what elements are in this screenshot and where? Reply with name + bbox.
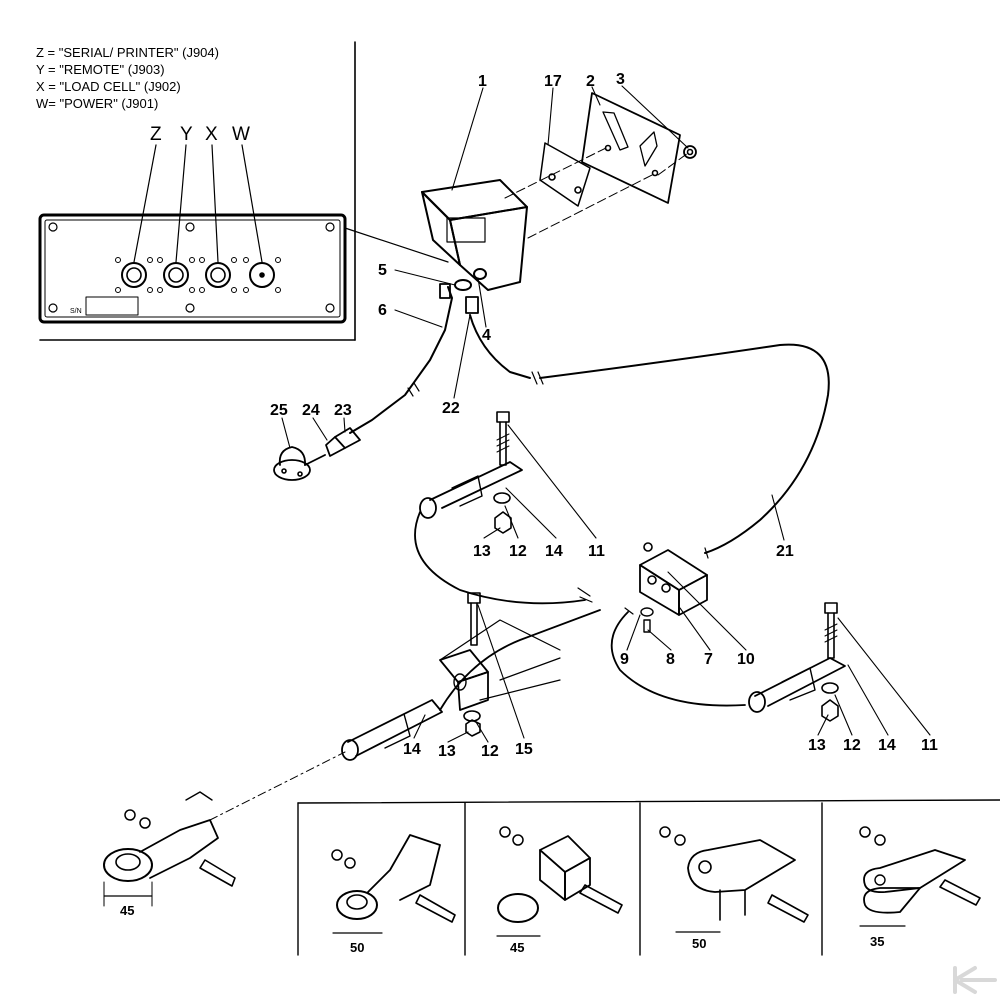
load-pin-lower-left bbox=[341, 609, 601, 761]
variant-eye-50 bbox=[331, 834, 456, 934]
washer-nut-upper bbox=[493, 492, 512, 534]
callout-3: 3 bbox=[616, 71, 625, 88]
mounting-plate bbox=[581, 92, 681, 204]
sensor-25 bbox=[273, 446, 326, 481]
variant-clevis-50 bbox=[659, 826, 809, 933]
callout-13-lower-right: 13 bbox=[808, 737, 826, 754]
hitch-eye-45-main bbox=[103, 791, 236, 907]
cable-6 bbox=[349, 283, 453, 434]
connector-plug-5 bbox=[454, 268, 487, 291]
legend-line-remote: Y = "REMOTE" (J903) bbox=[36, 62, 165, 77]
connector-letters: Z Y X W bbox=[150, 124, 250, 145]
callout-21: 21 bbox=[776, 543, 794, 560]
callout-1: 1 bbox=[478, 73, 487, 90]
washer-nut-lower-left bbox=[463, 710, 481, 737]
nut-3 bbox=[683, 145, 697, 159]
brand-k-logo-icon bbox=[953, 966, 997, 994]
panel-screws bbox=[48, 222, 335, 313]
callout-25: 25 bbox=[270, 402, 288, 419]
callout-12-lower-left: 12 bbox=[481, 743, 499, 760]
callout-15: 15 bbox=[515, 741, 533, 758]
connector-letter-z: Z bbox=[150, 124, 162, 145]
legend-line-power: W= "POWER" (J901) bbox=[36, 96, 159, 111]
connector-letter-y: Y bbox=[180, 124, 193, 145]
indicator-housing bbox=[421, 179, 528, 291]
callout-4: 4 bbox=[482, 327, 491, 344]
connector-letter-x: X bbox=[205, 124, 218, 145]
callout-7: 7 bbox=[704, 651, 713, 668]
load-pin-upper bbox=[414, 461, 593, 605]
callout-numbers: 1 17 2 3 5 4 6 22 25 24 23 13 12 14 11 2… bbox=[270, 71, 938, 760]
washer-nut-lower-right bbox=[821, 682, 839, 722]
callout-5: 5 bbox=[378, 262, 387, 279]
callout-11-upper: 11 bbox=[588, 543, 605, 560]
bolt-8-washer-9 bbox=[640, 607, 654, 633]
bolt-11-upper bbox=[496, 411, 510, 466]
indicator-back-panel: S/N bbox=[38, 213, 347, 324]
connector-23-24 bbox=[325, 427, 361, 457]
panel-sn-label: S/N bbox=[70, 308, 82, 315]
legend-line-load-cell: X = "LOAD CELL" (J902) bbox=[36, 79, 181, 94]
panel-connector-mount-screws bbox=[115, 257, 281, 293]
legend-inset-frame bbox=[39, 41, 356, 341]
dimension-eye-50: 50 bbox=[350, 940, 364, 955]
connector-letter-w: W bbox=[232, 124, 250, 145]
junction-box bbox=[639, 542, 708, 616]
callout-11-lower-right: 11 bbox=[921, 737, 938, 754]
variant-fork-35 bbox=[859, 826, 981, 927]
callout-9: 9 bbox=[620, 651, 629, 668]
panel-sn-plate bbox=[85, 296, 139, 316]
dimension-labels: 45 50 45 50 35 bbox=[120, 903, 884, 955]
callout-8: 8 bbox=[666, 651, 675, 668]
cable-to-lower-right-pin bbox=[610, 607, 746, 707]
connector-leader-lines bbox=[133, 144, 263, 263]
variant-frames bbox=[297, 799, 1000, 956]
callout-24: 24 bbox=[302, 402, 320, 419]
callout-leader-lines bbox=[281, 85, 931, 743]
mounting-bracket bbox=[539, 142, 591, 207]
dimension-fork-35: 35 bbox=[870, 934, 884, 949]
dimension-hitch-eye-45: 45 bbox=[120, 903, 134, 918]
dimension-clevis-50: 50 bbox=[692, 936, 706, 951]
callout-23: 23 bbox=[334, 402, 352, 419]
callout-14-lower-right: 14 bbox=[878, 737, 896, 754]
panel-to-housing-leader bbox=[344, 227, 449, 263]
callout-17: 17 bbox=[544, 73, 562, 90]
callout-12-lower-right: 12 bbox=[843, 737, 861, 754]
callout-2: 2 bbox=[586, 73, 595, 90]
drawbar-frame bbox=[439, 619, 561, 711]
mounting-dash-lines bbox=[504, 147, 689, 239]
dimension-eye-45: 45 bbox=[510, 940, 524, 955]
panel-connectors bbox=[121, 262, 275, 288]
legend-line-serial-printer: Z = "SERIAL/ PRINTER" (J904) bbox=[36, 45, 219, 60]
bolt-15 bbox=[467, 592, 481, 646]
load-pin-lower-right bbox=[748, 657, 846, 713]
bolt-11-lower-right bbox=[824, 602, 838, 659]
cable-22-21 bbox=[465, 296, 830, 559]
variant-eye-45 bbox=[496, 826, 623, 937]
callout-22: 22 bbox=[442, 400, 460, 417]
callout-14-upper: 14 bbox=[545, 543, 563, 560]
callout-6: 6 bbox=[378, 302, 387, 319]
callout-14-lower-left: 14 bbox=[403, 741, 421, 758]
callout-13-lower-left: 13 bbox=[438, 743, 456, 760]
center-line bbox=[209, 751, 346, 821]
callout-13-upper: 13 bbox=[473, 543, 491, 560]
callout-12-upper: 12 bbox=[509, 543, 527, 560]
callout-10: 10 bbox=[737, 651, 755, 668]
